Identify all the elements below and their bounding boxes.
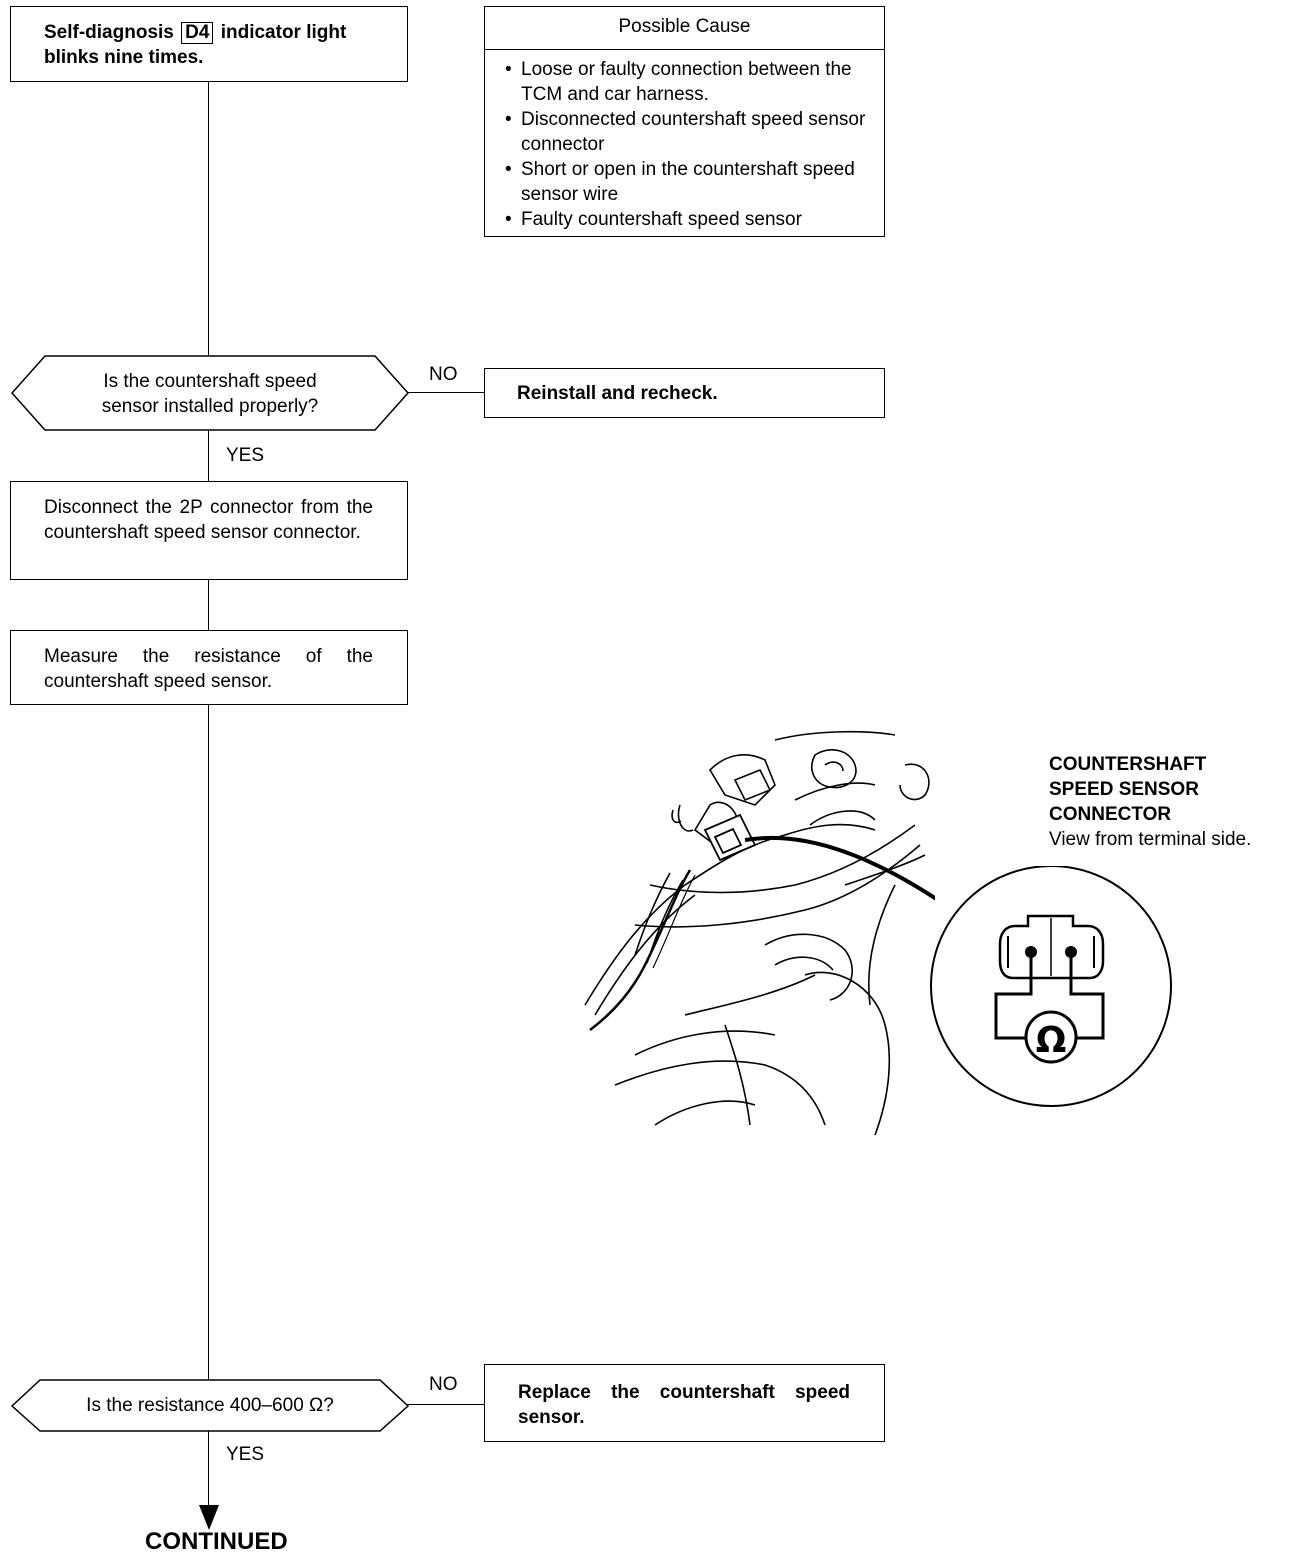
cause-item: Disconnected countershaft speed sensor c…	[501, 107, 872, 157]
replace-text: Replace the countershaft speed sensor.	[518, 1382, 850, 1428]
ohm-meter-icon: Ω	[1036, 1020, 1067, 1061]
connector-line2: SPEED SENSOR	[1049, 779, 1199, 800]
q2-yes-label: YES	[226, 1444, 265, 1465]
q1-question: Is the countershaft speed sensor install…	[40, 369, 380, 419]
possible-cause-box: Possible Cause Loose or faulty connectio…	[484, 6, 885, 237]
possible-cause-title: Possible Cause	[485, 7, 884, 50]
flow-line-start-to-q1	[208, 81, 209, 357]
possible-cause-list: Loose or faulty connection between the T…	[485, 50, 884, 232]
d4-badge: D4	[181, 22, 214, 44]
q1-line2: sensor installed properly?	[101, 396, 319, 417]
start-box: Self-diagnosis D4 indicator light blinks…	[10, 6, 408, 82]
q1-yes-label: YES	[226, 445, 265, 466]
q1-no-line	[407, 392, 485, 393]
connector-note: View from terminal side.	[1049, 829, 1252, 850]
connector-line3: CONNECTOR	[1049, 804, 1172, 825]
q2-no-line	[407, 1404, 485, 1405]
q2-question: Is the resistance 400–600 Ω?	[86, 1395, 334, 1416]
q1-decision-shape	[10, 355, 410, 431]
flow-line-disconnect-to-measure	[208, 579, 209, 631]
sensor-illustration	[584, 730, 935, 1136]
start-prefix: Self-diagnosis	[44, 22, 174, 43]
reinstall-box: Reinstall and recheck.	[484, 368, 885, 418]
reinstall-text: Reinstall and recheck.	[517, 383, 718, 404]
flow-line-q1-to-disconnect	[208, 430, 209, 482]
disconnect-step-box: Disconnect the 2P connector from the cou…	[10, 481, 408, 580]
q1-no-label: NO	[429, 364, 458, 385]
flow-line-measure-to-q2	[208, 704, 209, 1380]
cause-item: Faulty countershaft speed sensor	[501, 207, 872, 232]
start-line2: blinks nine times.	[44, 47, 204, 68]
start-suffix: indicator light	[220, 22, 347, 43]
connector-label: COUNTERSHAFT SPEED SENSOR CONNECTOR View…	[1049, 752, 1251, 852]
cause-item: Loose or faulty connection between the T…	[501, 57, 872, 107]
q2-no-label: NO	[429, 1374, 458, 1395]
replace-sensor-box: Replace the countershaft speed sensor.	[484, 1364, 885, 1442]
connector-terminal-diagram: Ω	[930, 866, 1172, 1107]
connector-line1: COUNTERSHAFT	[1049, 754, 1207, 775]
cause-item: Short or open in the countershaft speed …	[501, 157, 872, 207]
measure-text: Measure the resistance of the countersha…	[44, 646, 373, 692]
q2-decision-shape	[10, 1379, 410, 1432]
measure-step-box: Measure the resistance of the countersha…	[10, 630, 408, 705]
arrow-down-icon	[199, 1505, 219, 1530]
disconnect-text: Disconnect the 2P connector from the cou…	[44, 497, 373, 543]
continued-label: CONTINUED	[145, 1528, 288, 1555]
q1-line1: Is the countershaft speed	[103, 371, 317, 392]
flow-line-q2-to-continued	[208, 1430, 209, 1510]
